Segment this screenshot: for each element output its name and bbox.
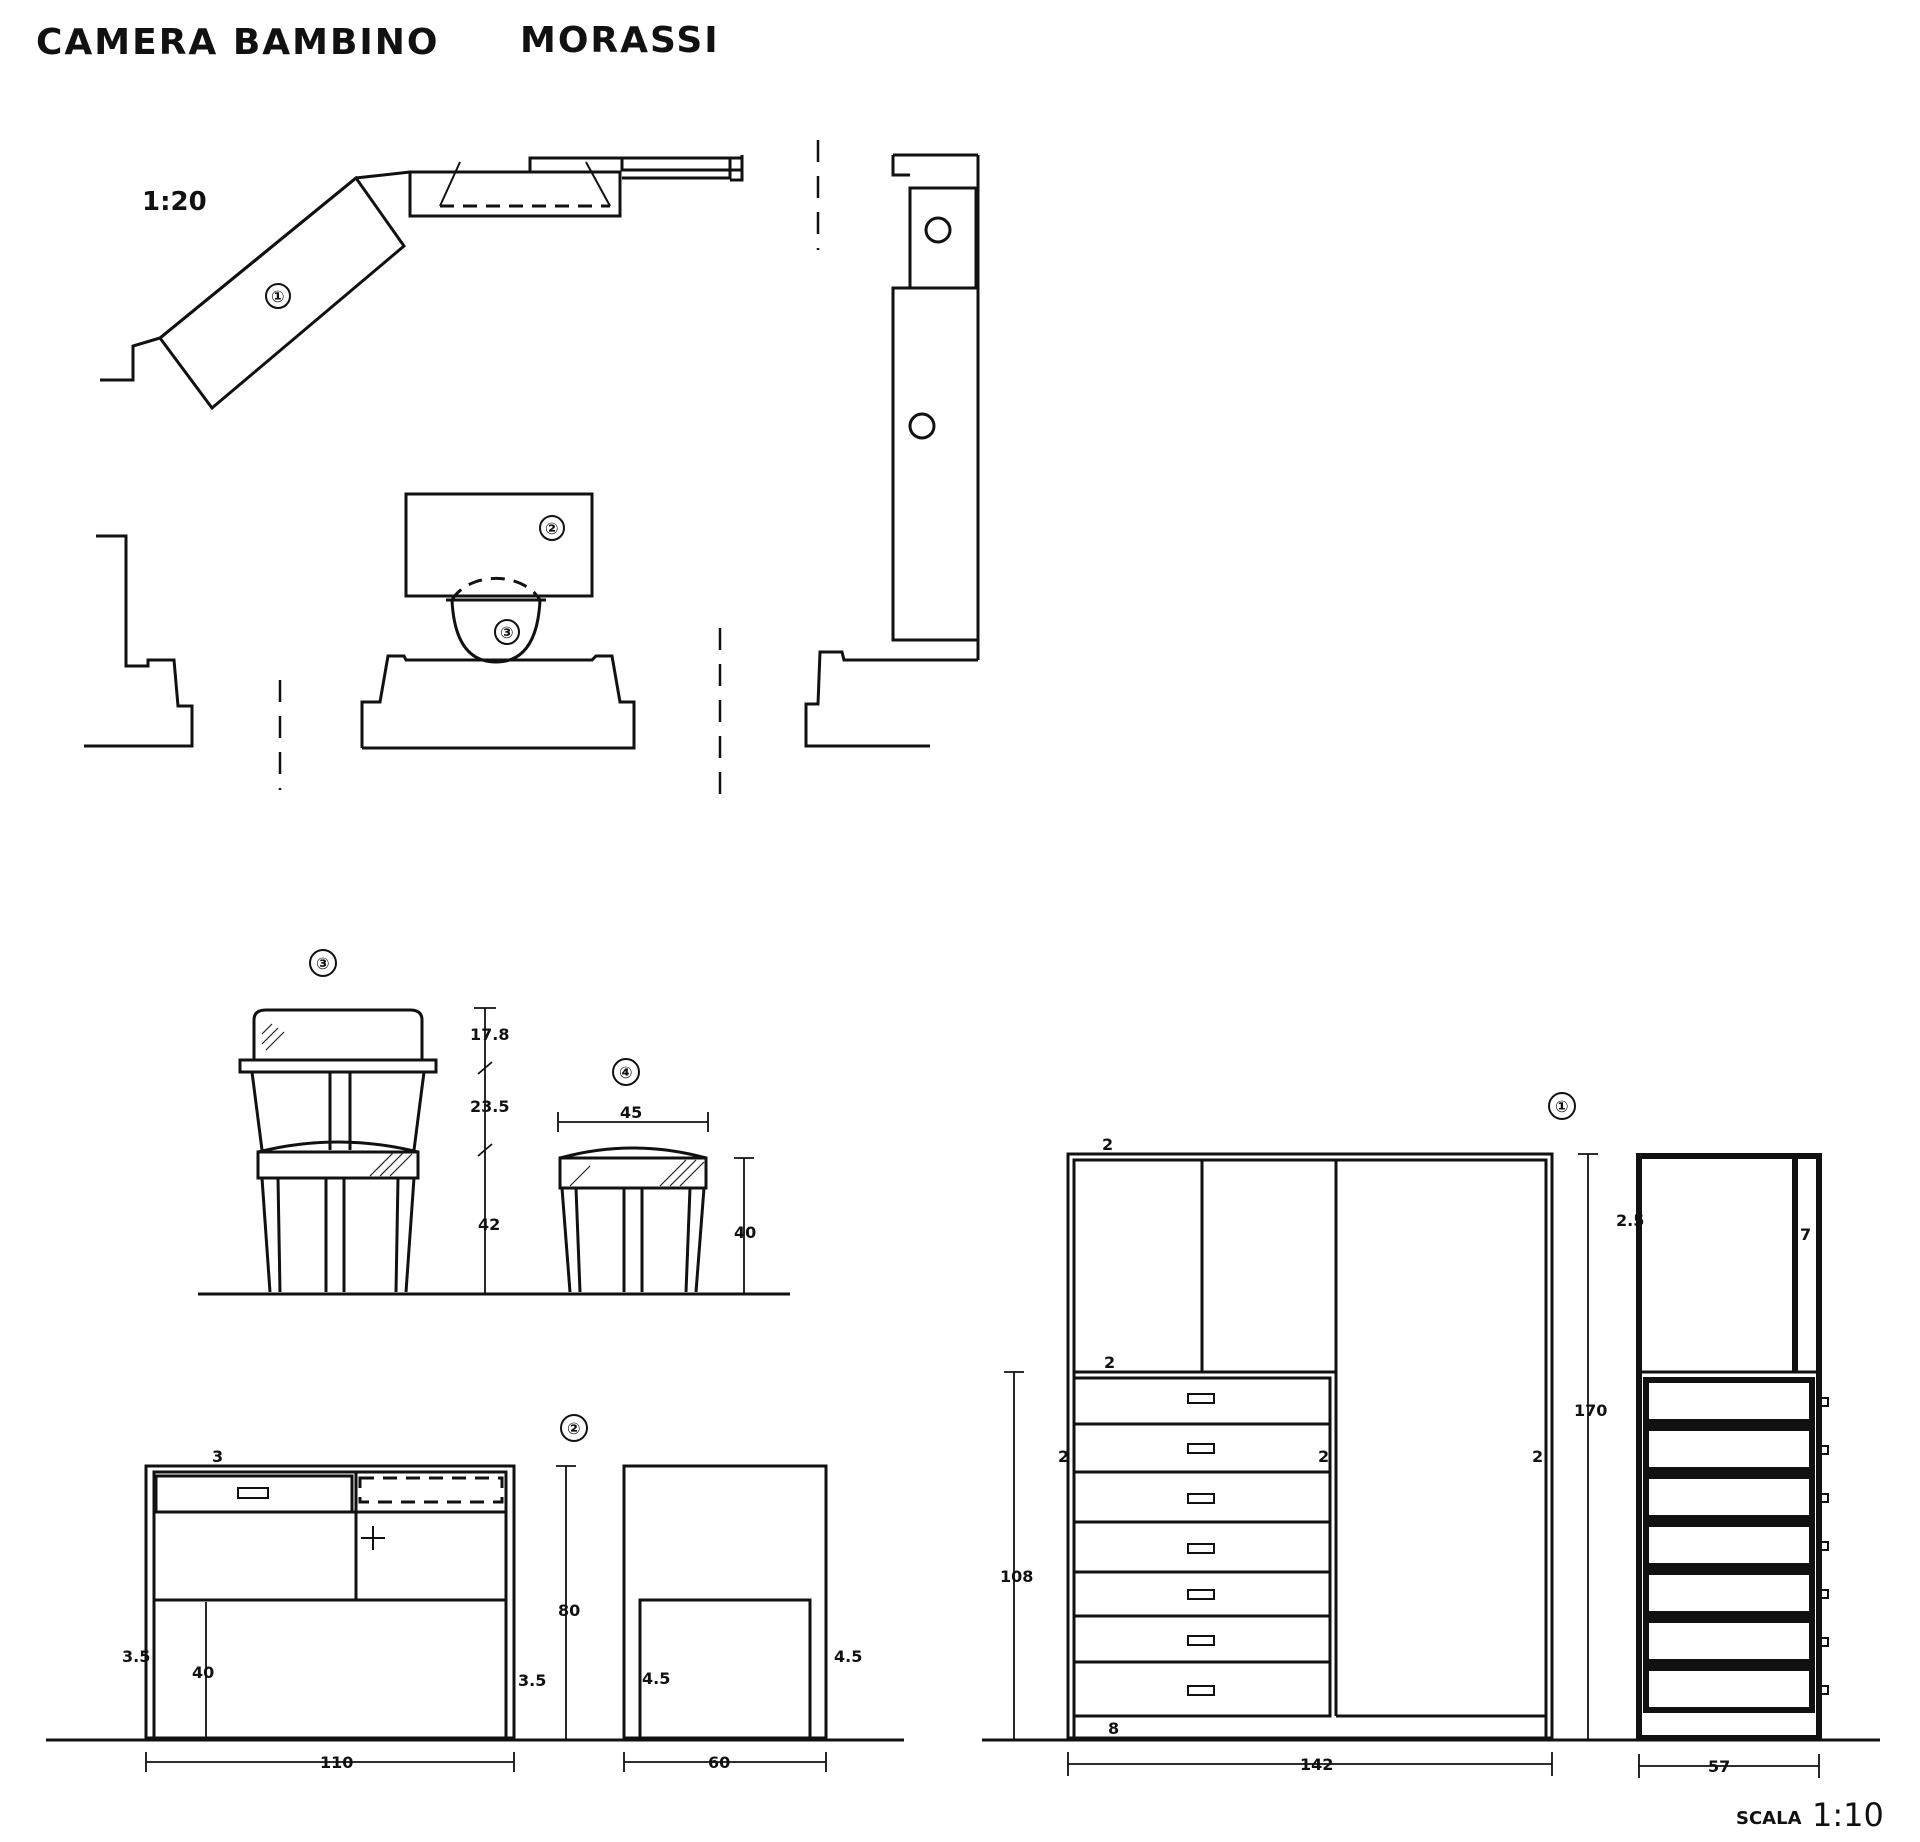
stool-dim-width: 45 bbox=[620, 1103, 642, 1122]
footer-scale-label: SCALA bbox=[1736, 1808, 1802, 1829]
wardrobe-marker: ① bbox=[1555, 1097, 1569, 1116]
desk-dim-side-inner-left: 4.5 bbox=[642, 1669, 670, 1688]
desk-dim-top: 3 bbox=[212, 1447, 223, 1466]
footer-scale-value: 1:10 bbox=[1812, 1796, 1884, 1834]
wardrobe-dim-mid: 2 bbox=[1318, 1447, 1329, 1466]
plan-marker-2: ② bbox=[545, 519, 559, 538]
wardrobe-dim-side-left: 2.5 bbox=[1616, 1211, 1644, 1230]
plan-marker-3: ③ bbox=[500, 623, 514, 642]
wardrobe-dim-left: 2 bbox=[1058, 1447, 1069, 1466]
wardrobe-dim-right: 2 bbox=[1532, 1447, 1543, 1466]
sheet-title: CAMERA BAMBINO bbox=[36, 22, 440, 63]
plan-wardrobe bbox=[157, 175, 407, 411]
chair-dim-back: 17.8 bbox=[470, 1025, 509, 1044]
plan-marker-1: ① bbox=[271, 287, 285, 306]
plan-scale: 1:20 bbox=[142, 187, 207, 217]
desk-dim-side-right: 3.5 bbox=[518, 1671, 546, 1690]
sheet-author: MORASSI bbox=[520, 20, 720, 61]
wardrobe-dim-height: 170 bbox=[1574, 1401, 1607, 1420]
wardrobe-dim-side-right: 7 bbox=[1800, 1225, 1811, 1244]
chair-dim-mid: 23.5 bbox=[470, 1097, 509, 1116]
desk-elevation: ② 3 3.5 3.5 40 80 110 4.5 4.5 60 bbox=[46, 1414, 904, 1772]
desk-dim-depth: 60 bbox=[708, 1753, 730, 1772]
wardrobe-dim-top: 2 bbox=[1102, 1135, 1113, 1154]
wardrobe-dim-base: 8 bbox=[1108, 1719, 1119, 1738]
wardrobe-dim-lower-height: 108 bbox=[1000, 1567, 1033, 1586]
desk-dim-side-left: 3.5 bbox=[122, 1647, 150, 1666]
desk-dim-knee: 40 bbox=[192, 1663, 214, 1682]
desk-dim-height: 80 bbox=[558, 1601, 580, 1620]
chair-elevation: ③ 17.8 23.5 42 bbox=[198, 949, 790, 1296]
stool-marker: ④ bbox=[619, 1063, 633, 1082]
wardrobe-dim-depth: 57 bbox=[1708, 1757, 1730, 1776]
wardrobe-dim-shelf: 2 bbox=[1104, 1353, 1115, 1372]
wardrobe-dim-width: 142 bbox=[1300, 1755, 1333, 1774]
stool-elevation: ④ 45 40 bbox=[557, 1058, 756, 1294]
plan-desk bbox=[404, 492, 594, 598]
room-plan: 1:20 ① ② ③ bbox=[84, 140, 980, 796]
chair-dim-seat: 42 bbox=[478, 1215, 500, 1234]
desk-dim-width: 110 bbox=[320, 1753, 353, 1772]
wardrobe-elevation: ① 2 2 2 2 2 8 108 170 bbox=[982, 1092, 1880, 1778]
desk-dim-side-inner-right: 4.5 bbox=[834, 1647, 862, 1666]
stool-dim-height: 40 bbox=[734, 1223, 756, 1242]
desk-marker: ② bbox=[567, 1419, 581, 1438]
chair-marker: ③ bbox=[316, 954, 330, 973]
